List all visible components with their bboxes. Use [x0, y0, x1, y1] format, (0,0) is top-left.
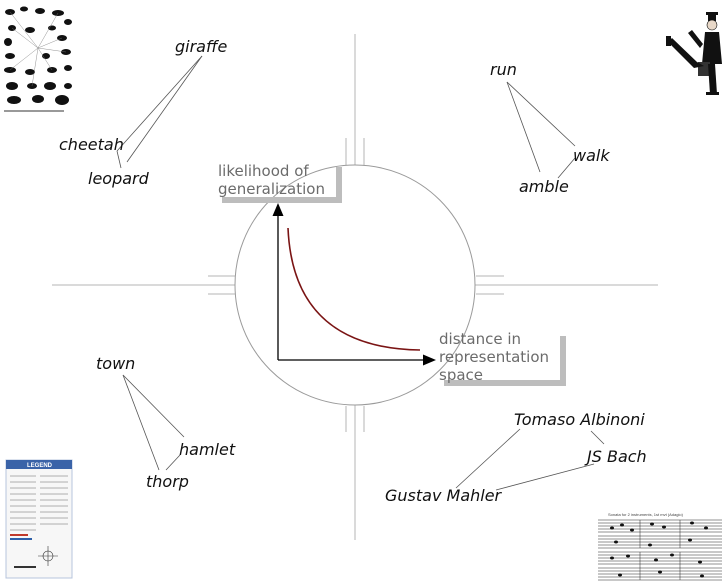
animal-silhouettes-thumbnail	[2, 2, 76, 114]
y-axis-label-line2: generalization	[218, 180, 325, 198]
word-town: town	[96, 354, 135, 373]
svg-text:Sonata for 2 instruments, 1st: Sonata for 2 instruments, 1st mvt (Adagi…	[608, 512, 684, 517]
word-run: run	[490, 60, 517, 79]
word-walk: walk	[573, 146, 610, 165]
word-giraffe: giraffe	[175, 37, 228, 56]
graph-axes	[272, 203, 436, 366]
music-score-thumbnail: Sonata for 2 instruments, 1st mvt (Adagi…	[576, 506, 724, 582]
word-hamlet: hamlet	[179, 440, 236, 459]
word-tomaso-albinoni: Tomaso Albinoni	[514, 410, 645, 429]
word-cheetah: cheetah	[59, 135, 124, 154]
label-shadow-frames	[222, 167, 566, 386]
word-amble: amble	[519, 177, 569, 196]
word-leopard: leopard	[88, 169, 150, 188]
x-axis-label-line2: representation	[439, 348, 549, 366]
word-thorp: thorp	[146, 472, 189, 491]
y-axis-arrowhead	[272, 203, 284, 216]
map-legend-thumbnail: LEGEND	[5, 459, 73, 579]
x-axis-label-line1: distance in	[439, 330, 521, 348]
cluster-connectors	[116, 55, 605, 491]
generalization-curve	[287, 227, 421, 351]
word-js-bach: JS Bach	[584, 447, 647, 466]
svg-text:LEGEND: LEGEND	[27, 463, 53, 469]
x-axis-arrowhead	[423, 354, 436, 366]
central-circle	[234, 164, 476, 406]
y-axis-label-line1: likelihood of	[218, 162, 309, 180]
walking-man-thumbnail	[666, 12, 722, 95]
word-gustav-mahler: Gustav Mahler	[385, 486, 503, 505]
x-axis-label-line3: space	[439, 366, 483, 384]
